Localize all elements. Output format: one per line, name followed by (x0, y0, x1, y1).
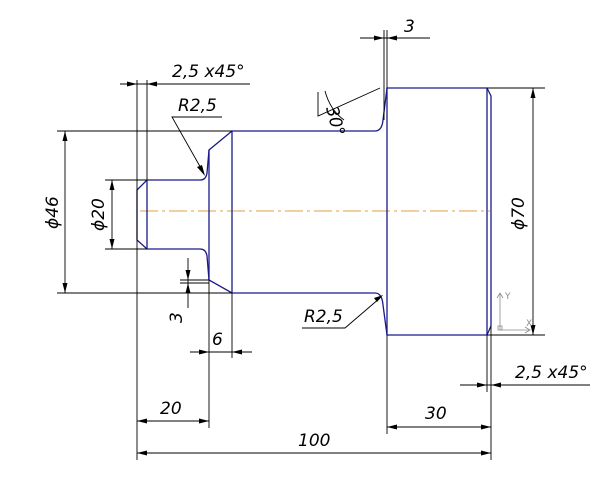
arrowhead (109, 239, 115, 249)
arrowhead (185, 283, 191, 293)
arrowhead (199, 349, 209, 355)
arrowhead (62, 283, 68, 293)
label-radius-left: R2,5 (178, 96, 217, 116)
label-gap-3-top: 3 (404, 17, 415, 37)
label-length-100: 100 (298, 431, 330, 451)
angle-arc (324, 90, 345, 121)
label-width-6: 6 (212, 330, 223, 350)
label-radius-right: R2,5 (304, 307, 343, 327)
label-length-20: 20 (160, 399, 182, 419)
label-diam-20: ϕ20 (89, 198, 109, 231)
arrowhead (232, 349, 242, 355)
label-diam-46: ϕ46 (43, 196, 63, 229)
arrowhead (62, 131, 68, 141)
arrowhead (491, 382, 501, 388)
ucs-icon: Y X (496, 292, 532, 334)
label-chamfer-left: 2,5 x45° (172, 62, 245, 82)
label-chamfer-right: 2,5 x45° (515, 363, 588, 383)
arrowhead (530, 325, 536, 335)
label-length-30: 30 (425, 404, 447, 424)
ucs-x-label: X (526, 319, 532, 329)
ucs-y-arrow (496, 292, 504, 299)
arrowhead (137, 450, 147, 456)
leader-radius-left (171, 116, 222, 171)
arrowhead (199, 418, 209, 424)
arrowhead (109, 180, 115, 190)
arrowhead (387, 35, 397, 41)
arrowhead (147, 81, 157, 87)
arrowhead (481, 450, 491, 456)
arrowhead (197, 165, 205, 176)
arrowhead (374, 35, 384, 41)
leader-radius-right (302, 297, 381, 329)
arrowhead (374, 295, 383, 302)
arrowhead (185, 270, 191, 280)
label-angle: 30° (321, 104, 348, 138)
arrowhead (530, 88, 536, 98)
ucs-y-label: Y (504, 292, 511, 302)
ucs-x-arrow (524, 326, 531, 334)
ucs-origin (497, 325, 503, 331)
label-gap-3-left: 3 (167, 312, 187, 323)
dimension-lines (62, 35, 590, 456)
arrowhead (137, 418, 147, 424)
arrowhead (387, 424, 397, 430)
arrowhead (481, 424, 491, 430)
extension-lines (57, 30, 545, 460)
arrowhead (127, 81, 137, 87)
label-diam-70: ϕ70 (509, 197, 529, 230)
dimension-labels: 3 2,5 x45° R2,5 30° ϕ46 ϕ20 ϕ70 3 6 R2,5… (43, 17, 588, 451)
arrowhead (477, 382, 487, 388)
leader-angle (317, 87, 381, 117)
